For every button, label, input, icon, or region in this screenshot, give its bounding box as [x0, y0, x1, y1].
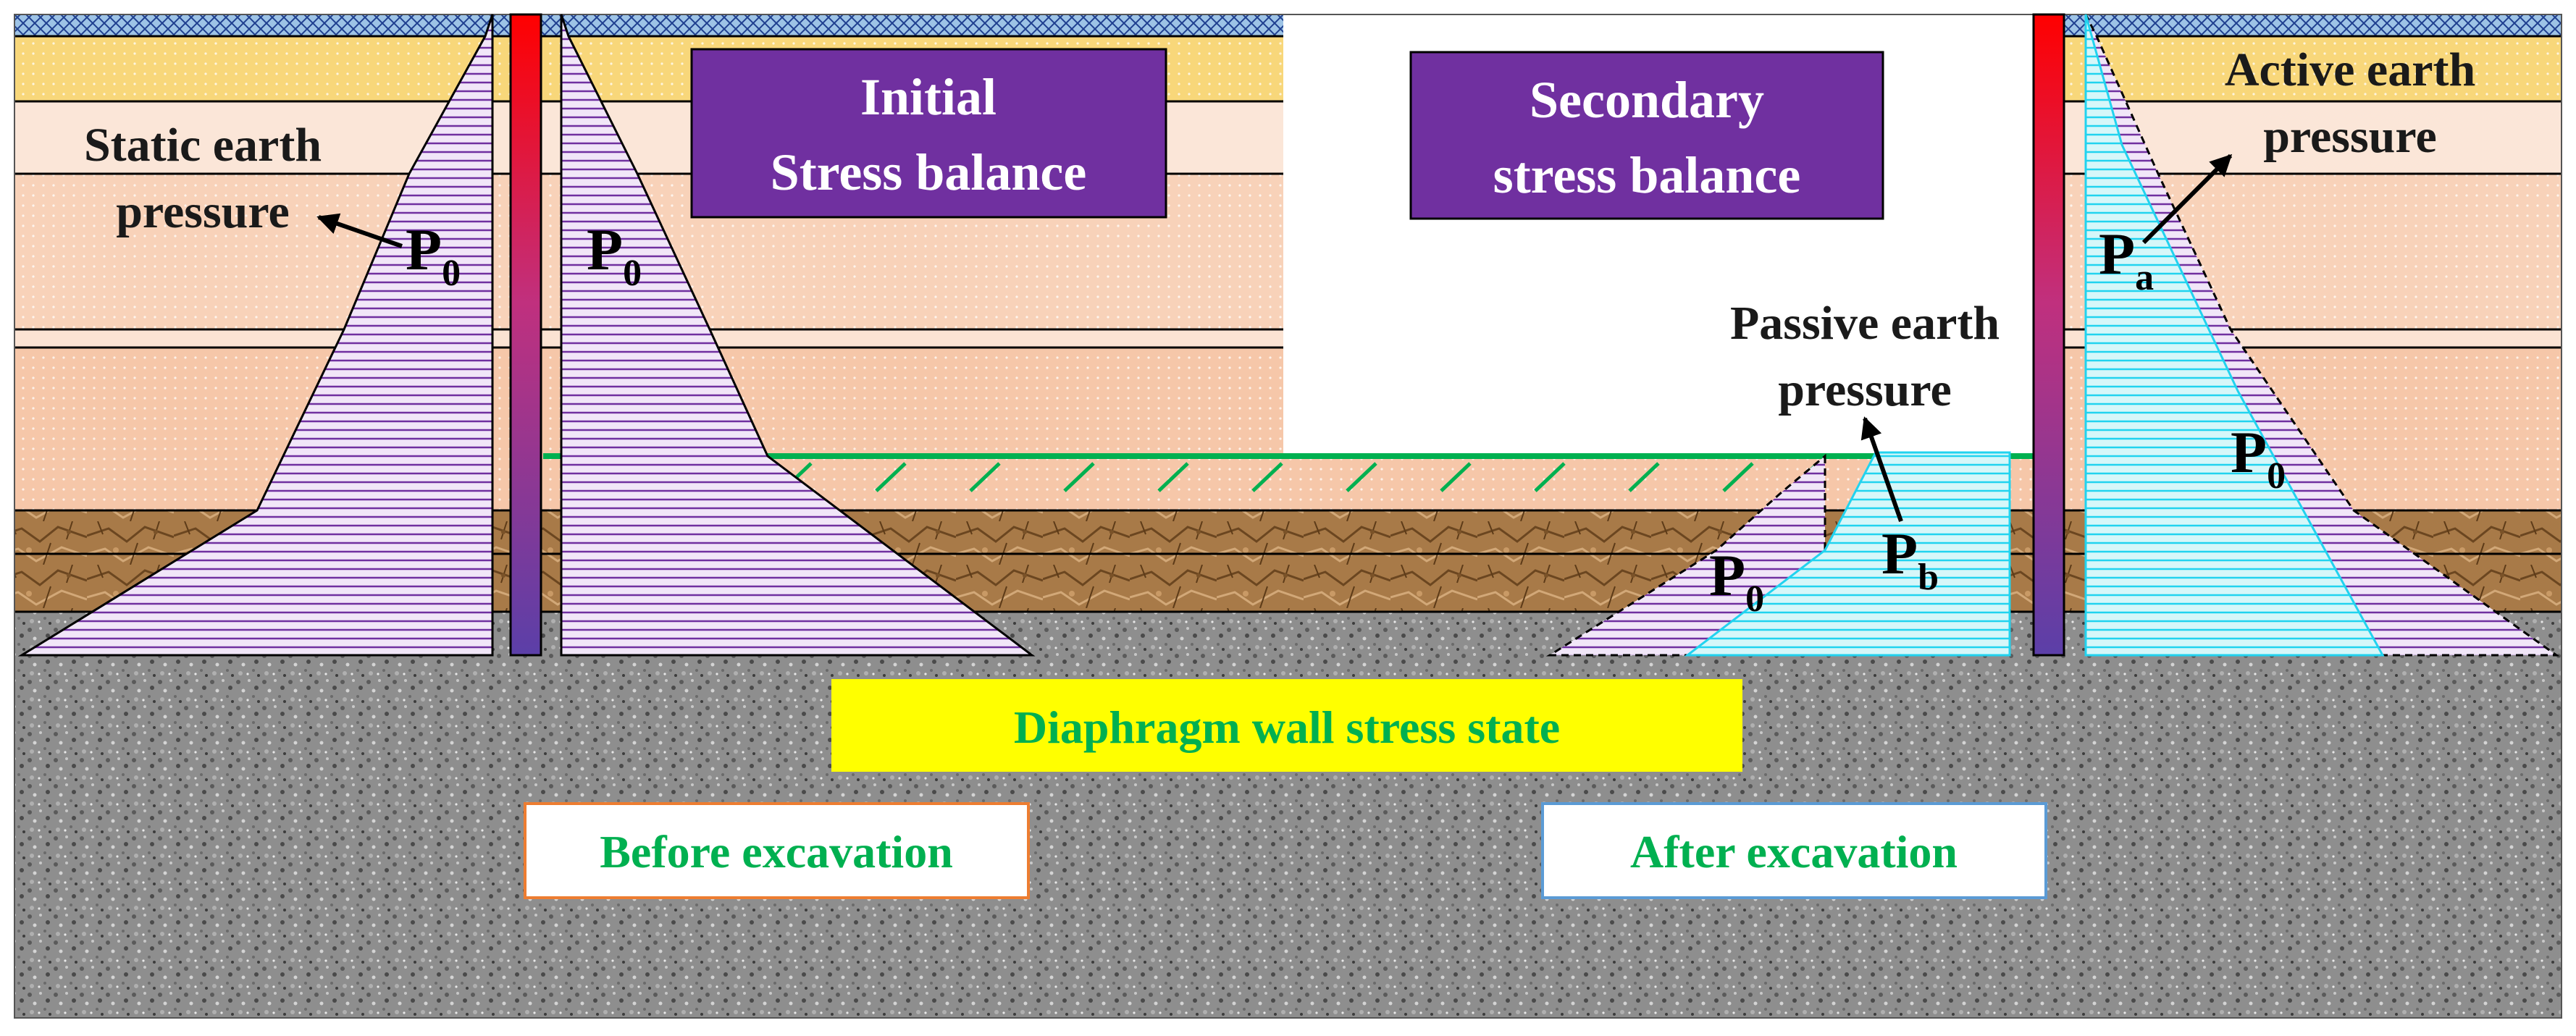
surface-layer-left — [14, 14, 1283, 36]
before-excavation-label: Before excavation — [600, 826, 953, 877]
p0-passive-symbol: P0 — [1709, 542, 1764, 620]
passive-earth-pressure-line1: Passive earth — [1730, 297, 2000, 350]
p0-right-symbol: P0 — [2231, 419, 2286, 497]
p0-left-inner-symbol: P0 — [587, 216, 642, 294]
diaphragm-wall-left — [509, 13, 542, 657]
arrow-active-pressure — [2141, 153, 2233, 245]
static-earth-pressure-line1: Static earth — [84, 119, 322, 172]
secondary-stress-balance-line2: stress balance — [1493, 146, 1801, 204]
static-pressure-left-outer — [17, 14, 494, 657]
pressure-diagrams — [17, 14, 2560, 657]
active-pressure — [2084, 14, 2385, 657]
after-excavation-box — [1541, 802, 2047, 899]
static-pressure-left-inner — [560, 14, 1036, 657]
surface-layer-right — [2035, 14, 2562, 36]
stress-state-caption-box — [831, 679, 1742, 772]
static-earth-pressure-line2: pressure — [116, 185, 290, 238]
arrow-static-pressure — [316, 213, 403, 248]
gravel-layer — [14, 612, 2562, 1018]
pa-symbol: Pa — [2099, 221, 2154, 298]
secondary-stress-balance-box — [1409, 51, 1884, 220]
initial-stress-balance-line2: Stress balance — [771, 143, 1087, 201]
initial-stress-balance-line1: Initial — [860, 68, 997, 126]
pb-symbol: Pb — [1881, 521, 1939, 598]
diaphragm-wall-right — [2032, 13, 2065, 657]
active-earth-pressure-line2: pressure — [2263, 110, 2437, 163]
active-earth-pressure-line1: Active earth — [2225, 43, 2475, 96]
initial-stress-balance-box — [690, 48, 1167, 219]
before-excavation-box — [524, 802, 1030, 899]
secondary-stress-balance-line1: Secondary — [1530, 71, 1764, 129]
after-excavation-label: After excavation — [1630, 826, 1958, 877]
stress-state-caption: Diaphragm wall stress state — [1014, 702, 1560, 753]
p0-left-outer-symbol: P0 — [406, 216, 461, 294]
arrow-passive-pressure — [1860, 416, 1903, 522]
passive-earth-pressure-line2: pressure — [1778, 363, 1952, 416]
passive-pressure — [1684, 451, 2011, 657]
